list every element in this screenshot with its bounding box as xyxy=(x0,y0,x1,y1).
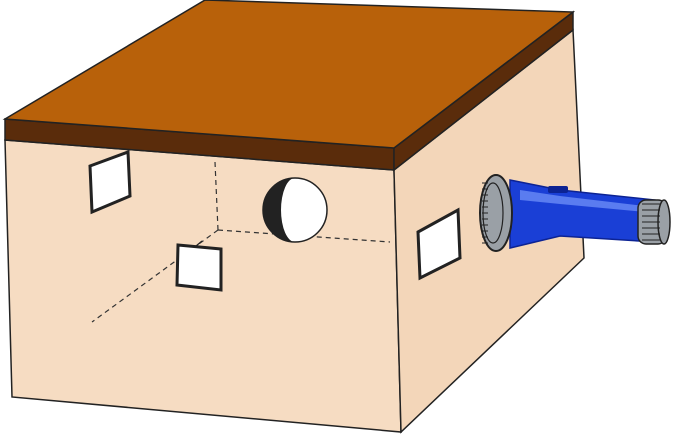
circle-hole-icon xyxy=(262,177,328,243)
hidden-floor-edge xyxy=(91,229,219,323)
flashlight-icon xyxy=(479,174,671,252)
hidden-back-edge xyxy=(217,229,391,243)
flashlight-ridges xyxy=(482,182,660,244)
window-icon xyxy=(88,149,132,215)
window-mark xyxy=(195,240,203,247)
flashlight-body xyxy=(509,179,656,249)
flashlight-head xyxy=(479,174,513,252)
hidden-edges xyxy=(91,161,391,323)
window-icon xyxy=(175,243,223,292)
wooden-lid xyxy=(2,0,576,149)
hidden-vertical-edge xyxy=(214,161,219,231)
flashlight-switch xyxy=(548,186,568,193)
window-icon xyxy=(416,207,462,281)
flashlight-highlight xyxy=(520,190,645,212)
